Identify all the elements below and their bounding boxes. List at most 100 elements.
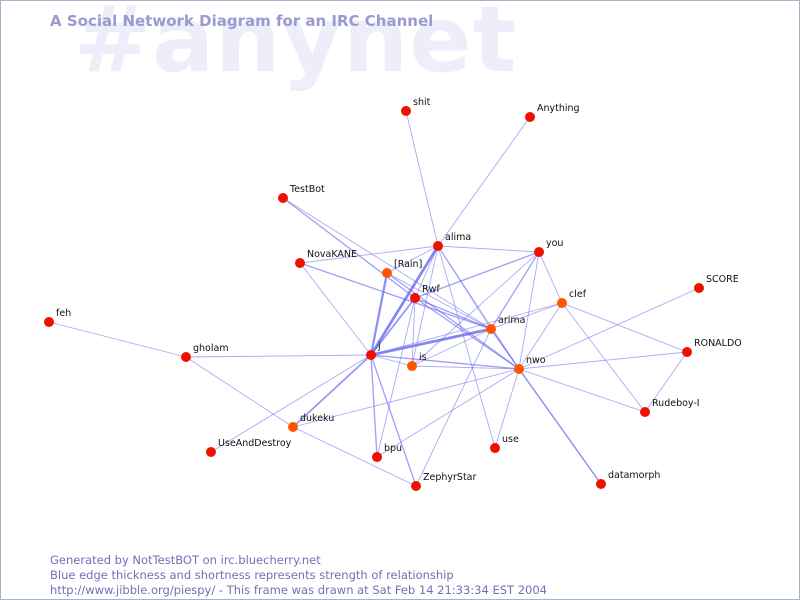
node-label-NovaKANE: NovaKANE <box>307 249 357 260</box>
node-label-Anything: Anything <box>537 103 580 114</box>
node-you <box>534 247 544 257</box>
node-label-shit: shit <box>413 97 431 108</box>
node-label-RONALDO: RONALDO <box>694 338 742 349</box>
footer: Generated by NotTestBOT on irc.bluecherr… <box>50 553 547 598</box>
node-clef <box>557 298 567 308</box>
footer-legend: Blue edge thickness and shortness repres… <box>50 568 454 582</box>
node-arima <box>486 324 496 334</box>
edge-TestBot-arima <box>282 197 492 330</box>
edge-nwo-RONALDO <box>518 351 688 370</box>
edge-Rain-arima <box>386 272 492 330</box>
edge-clef-RONALDO <box>561 302 688 353</box>
node-label-SCORE: SCORE <box>706 274 739 285</box>
edge-NovaKANE-arima <box>299 262 492 330</box>
edge-j-is <box>370 354 413 367</box>
edge-nwo-datamorph <box>518 368 602 485</box>
footer-url-timestamp[interactable]: http://www.jibble.org/piespy/ - This fra… <box>50 583 547 597</box>
node-j <box>366 350 376 360</box>
edge-alima-j <box>369 244 440 357</box>
edge-gholam-dukeku <box>185 356 294 428</box>
edge-nwo-bpu <box>376 368 520 458</box>
edge-nwo-SCORE <box>518 287 700 370</box>
node-feh <box>44 317 54 327</box>
node-label-Rain: [Rain] <box>394 259 422 270</box>
edge-alima-Rwf <box>414 245 439 299</box>
node-dukeku <box>288 422 298 432</box>
edge-Rwf-you <box>414 251 540 299</box>
edge-Rwf-is <box>411 297 416 367</box>
node-label-nwo: nwo <box>526 355 546 366</box>
edge-Anything-alima <box>437 116 531 247</box>
node-label-UseAndDestroy: UseAndDestroy <box>218 438 292 449</box>
node-Rwf <box>410 293 420 303</box>
node-gholam <box>181 352 191 362</box>
node-Rudeboy-I <box>640 407 650 417</box>
edge-nwo-dukeku <box>292 368 520 428</box>
node-nwo <box>514 364 524 374</box>
node-NovaKANE <box>295 258 305 268</box>
edge-alima-use <box>437 245 496 449</box>
node-label-clef: clef <box>569 289 587 300</box>
edge-Rwf-bpu <box>376 297 416 458</box>
edge-you-is <box>411 251 540 367</box>
node-UseAndDestroy <box>206 447 216 457</box>
edge-Rwf-j <box>370 297 416 356</box>
channel-watermark: #anynet <box>74 0 518 93</box>
node-label-you: you <box>546 238 563 249</box>
node-label-j: j <box>377 341 381 352</box>
node-label-is: is <box>419 352 427 363</box>
edge-clef-nwo <box>518 302 563 370</box>
edge-nwo-use <box>494 368 520 449</box>
edge-alima-Rain <box>386 245 439 274</box>
edge-alima-nwo <box>437 245 520 370</box>
node-Rain <box>382 268 392 278</box>
edge-Rain-j <box>369 271 389 357</box>
edge-j-dukeku <box>292 354 372 428</box>
edge-nwo-Rudeboy-I <box>518 368 646 413</box>
node-label-Rudeboy-I: Rudeboy-I <box>652 398 700 409</box>
node-SCORE <box>694 283 704 293</box>
edge-clef-Rudeboy-I <box>561 302 646 413</box>
node-label-bpu: bpu <box>384 443 402 454</box>
edge-arima-ZephyrStar <box>415 328 492 487</box>
node-is <box>407 361 417 371</box>
edge-Rwf-arima <box>414 297 492 330</box>
edge-you-nwo <box>518 251 540 370</box>
node-label-TestBot: TestBot <box>289 184 325 195</box>
node-label-ZephyrStar: ZephyrStar <box>423 472 477 483</box>
edge-you-arima <box>490 251 540 330</box>
node-alima <box>433 241 443 251</box>
node-shit <box>401 106 411 116</box>
edge-clef-j <box>370 302 563 356</box>
edge-RONALDO-Rudeboy-I <box>644 351 688 413</box>
footer-generated-by: Generated by NotTestBOT on irc.bluecherr… <box>50 553 321 567</box>
edge-j-ZephyrStar <box>370 354 417 487</box>
node-bpu <box>372 452 382 462</box>
edge-feh-gholam <box>48 321 187 358</box>
node-label-alima: alima <box>445 232 471 243</box>
edge-you-clef <box>538 251 563 304</box>
node-TestBot <box>278 193 288 203</box>
node-label-arima: arima <box>498 315 525 326</box>
edge-shit-alima <box>405 110 439 247</box>
node-label-datamorph: datamorph <box>608 470 660 481</box>
node-datamorph <box>596 479 606 489</box>
edge-TestBot-Rwf <box>282 197 416 299</box>
edge-j-nwo <box>370 354 520 370</box>
edge-j-gholam <box>185 354 372 358</box>
node-label-use: use <box>502 434 519 445</box>
diagram-title: A Social Network Diagram for an IRC Chan… <box>50 12 434 30</box>
node-label-Rwf: Rwf <box>422 284 440 295</box>
edge-alima-NovaKANE <box>299 245 439 264</box>
node-label-dukeku: dukeku <box>300 413 334 424</box>
edge-clef-arima <box>490 302 563 330</box>
edge-alima-you <box>437 245 540 253</box>
node-RONALDO <box>682 347 692 357</box>
edge-Rain-nwo <box>386 272 520 370</box>
node-Anything <box>525 112 535 122</box>
node-label-feh: feh <box>56 308 71 319</box>
edge-layer <box>48 110 700 487</box>
edge-is-nwo <box>411 365 520 370</box>
